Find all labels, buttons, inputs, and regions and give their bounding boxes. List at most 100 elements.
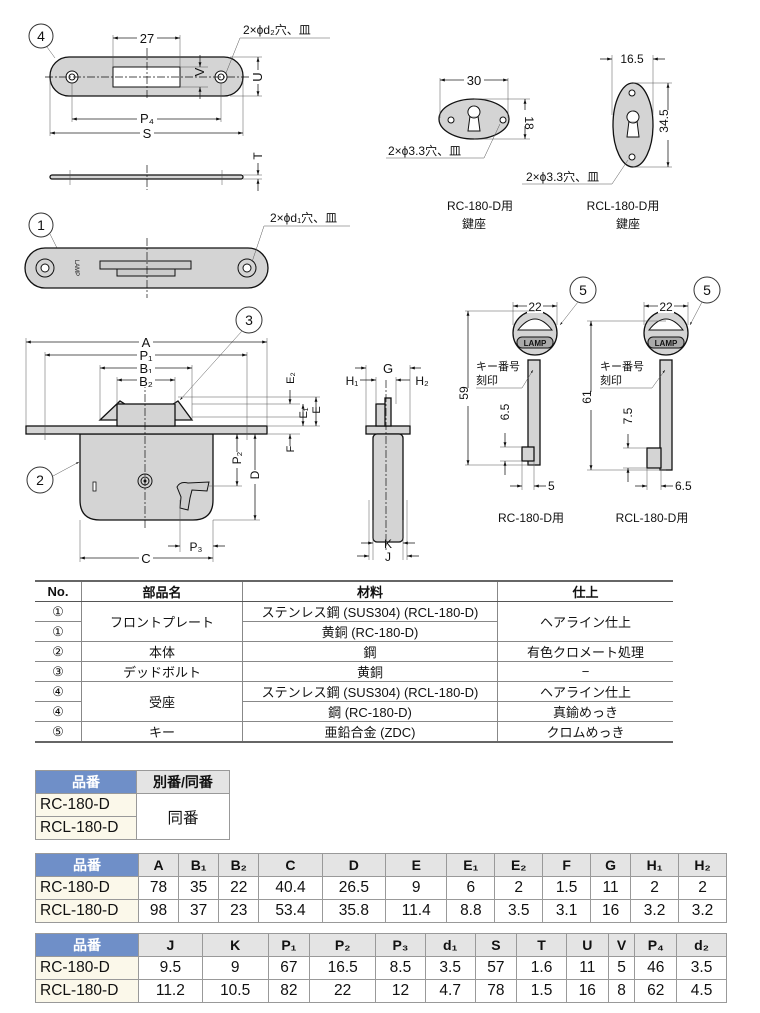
dim-U: U [250,72,265,81]
col-header: B₁ [178,853,220,877]
col-header: D [321,853,387,877]
cell-value: 6 [446,876,496,900]
table-row: ④ 受座 ステンレス鋼 (SUS304) (RCL-180-D) ヘアライン仕上 [35,681,673,722]
key-rc-mark-1: キー番号 [476,360,520,373]
cell-value: 35 [178,876,220,900]
balloon-1: 1 [37,217,45,233]
cell-value: 78 [474,979,518,1003]
front-plate: 1 LAMP 2×ϕd₁穴、皿 [24,210,350,298]
col-header: 品番 [35,853,139,877]
cell-model: RCL-180-D [35,979,139,1003]
col-header: S [474,933,518,957]
escutcheon-rc-note: 2×ϕ3.3穴、皿 [388,143,461,158]
dim-K: K [384,537,392,551]
col-header: d₁ [424,933,476,957]
cell-value: 1.5 [542,876,592,900]
cell-value: 2 [630,876,679,900]
cell-value: 11.2 [138,979,203,1003]
dim-E2: E₂ [285,372,297,384]
col-no: No. [35,580,82,602]
key-rcl: LAMP 5 22 61 キー番号 刻印 7.5 6.5 RCL-180-D用 [580,276,721,525]
balloon-5-rcl: 5 [703,282,711,298]
cell-value: 11 [590,876,632,900]
strike-plate: 4 27 2×ϕd₂穴、皿 V U P₄ S [28,22,330,141]
key-rc-mark-2: 刻印 [476,373,498,387]
cell-finish: クロムめっき [497,721,673,743]
cell-value: 62 [634,979,678,1003]
col-header: B₂ [218,853,260,877]
dim-D: D [248,470,262,479]
balloon-4: 4 [37,28,45,44]
technical-drawing: 4 27 2×ϕd₂穴、皿 V U P₄ S T [24,22,721,566]
col-header: P₂ [309,933,377,957]
cell-name: 本体 [81,641,243,662]
col-header: G [590,853,632,877]
cell-value: 98 [137,899,180,923]
cell-value: 22 [218,876,260,900]
cell-value: 3.2 [678,899,727,923]
cell-value: 3.2 [630,899,679,923]
dim-T: T [251,152,265,160]
cell-model: RC-180-D [35,956,139,980]
col-header: H₂ [678,853,727,877]
col-model: 品番 [35,770,137,794]
cell-no: ④ [35,681,82,702]
escutcheon-rcl-note: 2×ϕ3.3穴、皿 [526,169,599,184]
keying-table: 品番 別番/同番 RC-180-D 同番 RCL-180-D [35,770,230,840]
escutcheon-rc-caption: RC-180-D用 [447,199,513,213]
key-rc-bit-height: 6.5 [498,403,512,420]
col-header: T [516,933,567,957]
table-row: ⑤ キー 亜鉛合金 (ZDC) クロムめっき [35,721,673,743]
key-rcl-width: 22 [659,300,673,314]
key-rc-length: 59 [457,386,471,400]
cell-value: 8.8 [446,899,496,923]
col-header: E [385,853,448,877]
front-plate-hole-note: 2×ϕd₁穴、皿 [270,210,337,225]
cell-material: ステンレス鋼 (SUS304) (RCL-180-D) [242,681,498,702]
cell-value: 8.5 [375,956,426,980]
cell-value: 82 [267,979,311,1003]
col-material: 材料 [242,580,498,602]
cell-value: 5 [607,956,636,980]
key-rcl-bit-width: 6.5 [675,479,692,493]
key-rcl-caption: RCL-180-D用 [616,511,689,525]
cell-value: 11 [565,956,609,980]
cell-value: 3.1 [542,899,592,923]
cell-value: 3.5 [494,899,544,923]
escutcheon-rc-width: 30 [467,73,481,88]
cell-value: 1.6 [516,956,567,980]
escutcheon-rc: 30 18 2×ϕ3.3穴、皿 RC-180-D用 鍵座 [386,73,536,231]
cell-value: 12 [375,979,426,1003]
col-header: d₂ [676,933,727,957]
key-rcl-mark-2: 刻印 [600,373,622,387]
front-plate-logo: LAMP [73,260,79,276]
col-keying: 別番/同番 [136,770,230,794]
balloon-5-rc: 5 [579,282,587,298]
dim-B2: B₂ [139,374,153,389]
lock-side-view: G H₁ H₂ K J [346,361,429,564]
cell-finish: ヘアライン仕上 [497,601,673,642]
cell-material: ステンレス鋼 (SUS304) (RCL-180-D) [242,601,498,622]
dim-G: G [383,361,393,376]
table-row: ② 本体 鋼 有色クロメート処理 [35,641,673,662]
table-row: ④ 鋼 (RC-180-D) 真鍮めっき [35,701,673,722]
balloon-3: 3 [245,312,253,328]
cell-value: 11.4 [385,899,448,923]
col-header: P₄ [634,933,678,957]
lock-body-front-view: 3 2 A P₁ B₁ B₂ E₂ E₁ E F P₂ [25,306,323,566]
key-rc-bit-width: 5 [548,479,555,493]
col-header: F [542,853,592,877]
cell-finish: ヘアライン仕上 [497,681,673,702]
cell-value: 9.5 [138,956,203,980]
col-header: E₂ [494,853,544,877]
escutcheon-rc-caption-2: 鍵座 [462,216,486,231]
cell-value: 8 [607,979,636,1003]
col-header: H₁ [630,853,679,877]
key-rc-caption: RC-180-D用 [498,511,564,525]
key-rcl-logo: LAMP [655,339,678,348]
col-header: K [201,933,269,957]
cell-value: 78 [137,876,180,900]
escutcheon-rcl-caption: RCL-180-D用 [587,199,660,213]
